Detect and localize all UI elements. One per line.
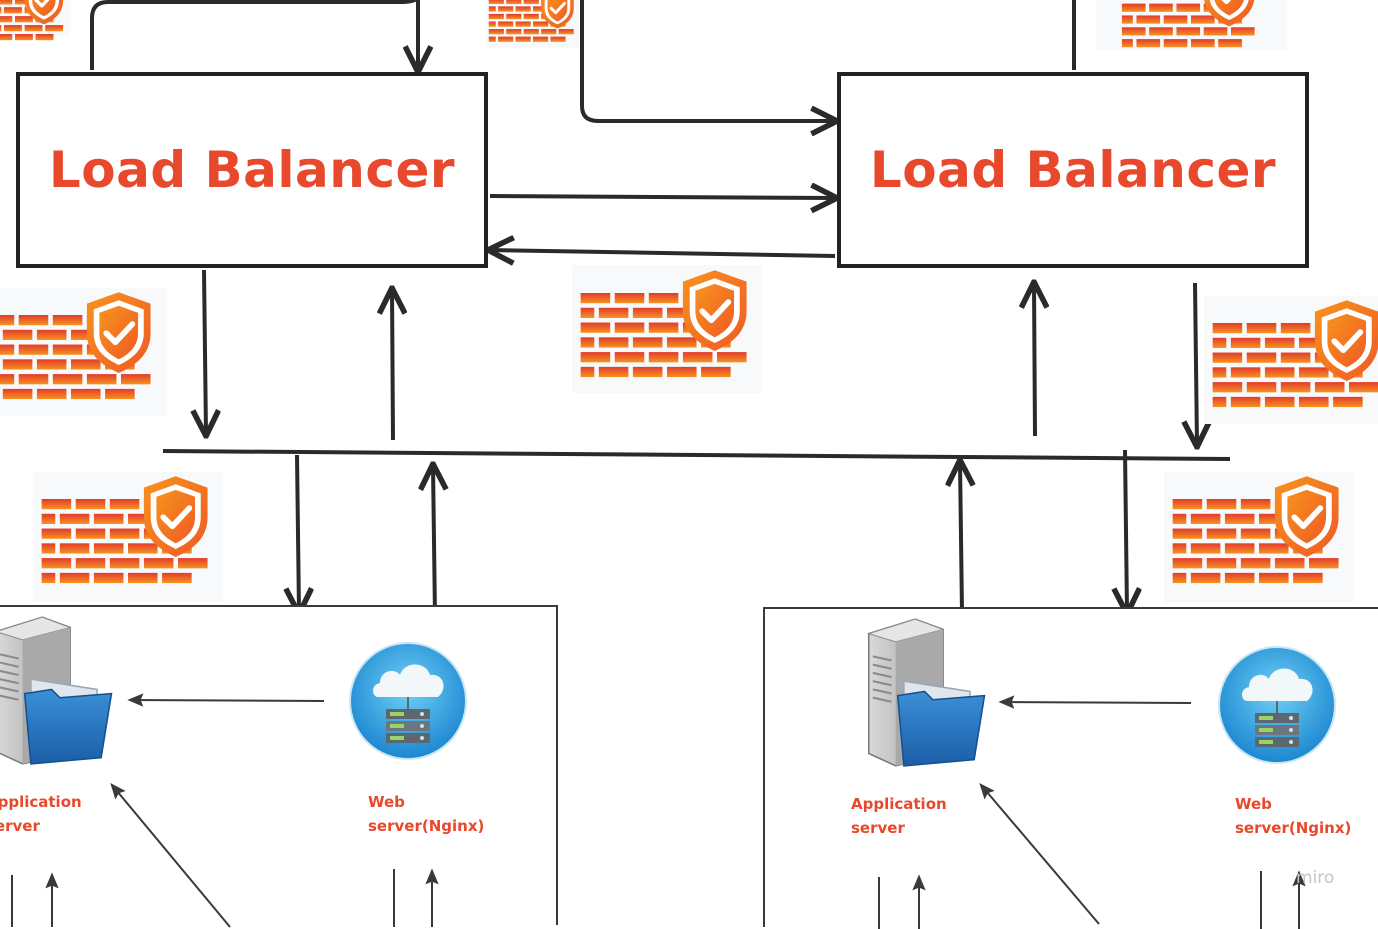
load-balancer-right[interactable]: Load Balancer <box>837 72 1309 268</box>
web-server-label: Web server(Nginx) <box>368 793 485 835</box>
server-cluster-right: Application server Web server(Nginx) <box>763 607 1378 929</box>
firewall-icon <box>1164 472 1354 602</box>
cluster-internal-arrows <box>11 693 439 928</box>
firewall-icon <box>1096 0 1286 50</box>
lb-left-to-right-arrow <box>489 196 835 198</box>
top-left-connector <box>90 0 419 70</box>
load-balancer-label: Load Balancer <box>48 141 456 199</box>
load-balancer-left[interactable]: Load Balancer <box>16 72 488 268</box>
cluster1-down-arrow <box>297 454 299 612</box>
server-cluster-left: Application server Web server(Nginx) <box>0 605 558 928</box>
cluster1-up-arrow <box>433 466 435 617</box>
web-server-label: Web server(Nginx) <box>1235 795 1352 837</box>
lb1-down-arrow <box>204 269 206 434</box>
cluster2-up-arrow <box>960 462 962 613</box>
firewall-icon <box>572 265 762 393</box>
miro-watermark: miro <box>1296 868 1335 888</box>
firewall-icon <box>1204 296 1378 424</box>
firewall-icon <box>0 0 70 40</box>
lb2-down-arrow <box>1195 282 1197 445</box>
application-server-label: Application server <box>851 795 947 837</box>
application-server-label: Application server <box>0 793 82 835</box>
firewall-icon <box>0 288 166 416</box>
firewall-icon <box>33 472 223 602</box>
lb-right-to-left-arrow <box>490 250 836 256</box>
firewall-icon <box>486 0 580 48</box>
network-bus <box>162 449 1231 461</box>
top-middle-connector-arrow <box>580 0 835 121</box>
cluster-internal-arrows <box>878 695 1306 929</box>
cluster2-down-arrow <box>1125 449 1127 612</box>
load-balancer-label: Load Balancer <box>869 141 1277 199</box>
lb1-up-arrow <box>392 290 393 441</box>
lb2-up-arrow <box>1034 284 1035 437</box>
